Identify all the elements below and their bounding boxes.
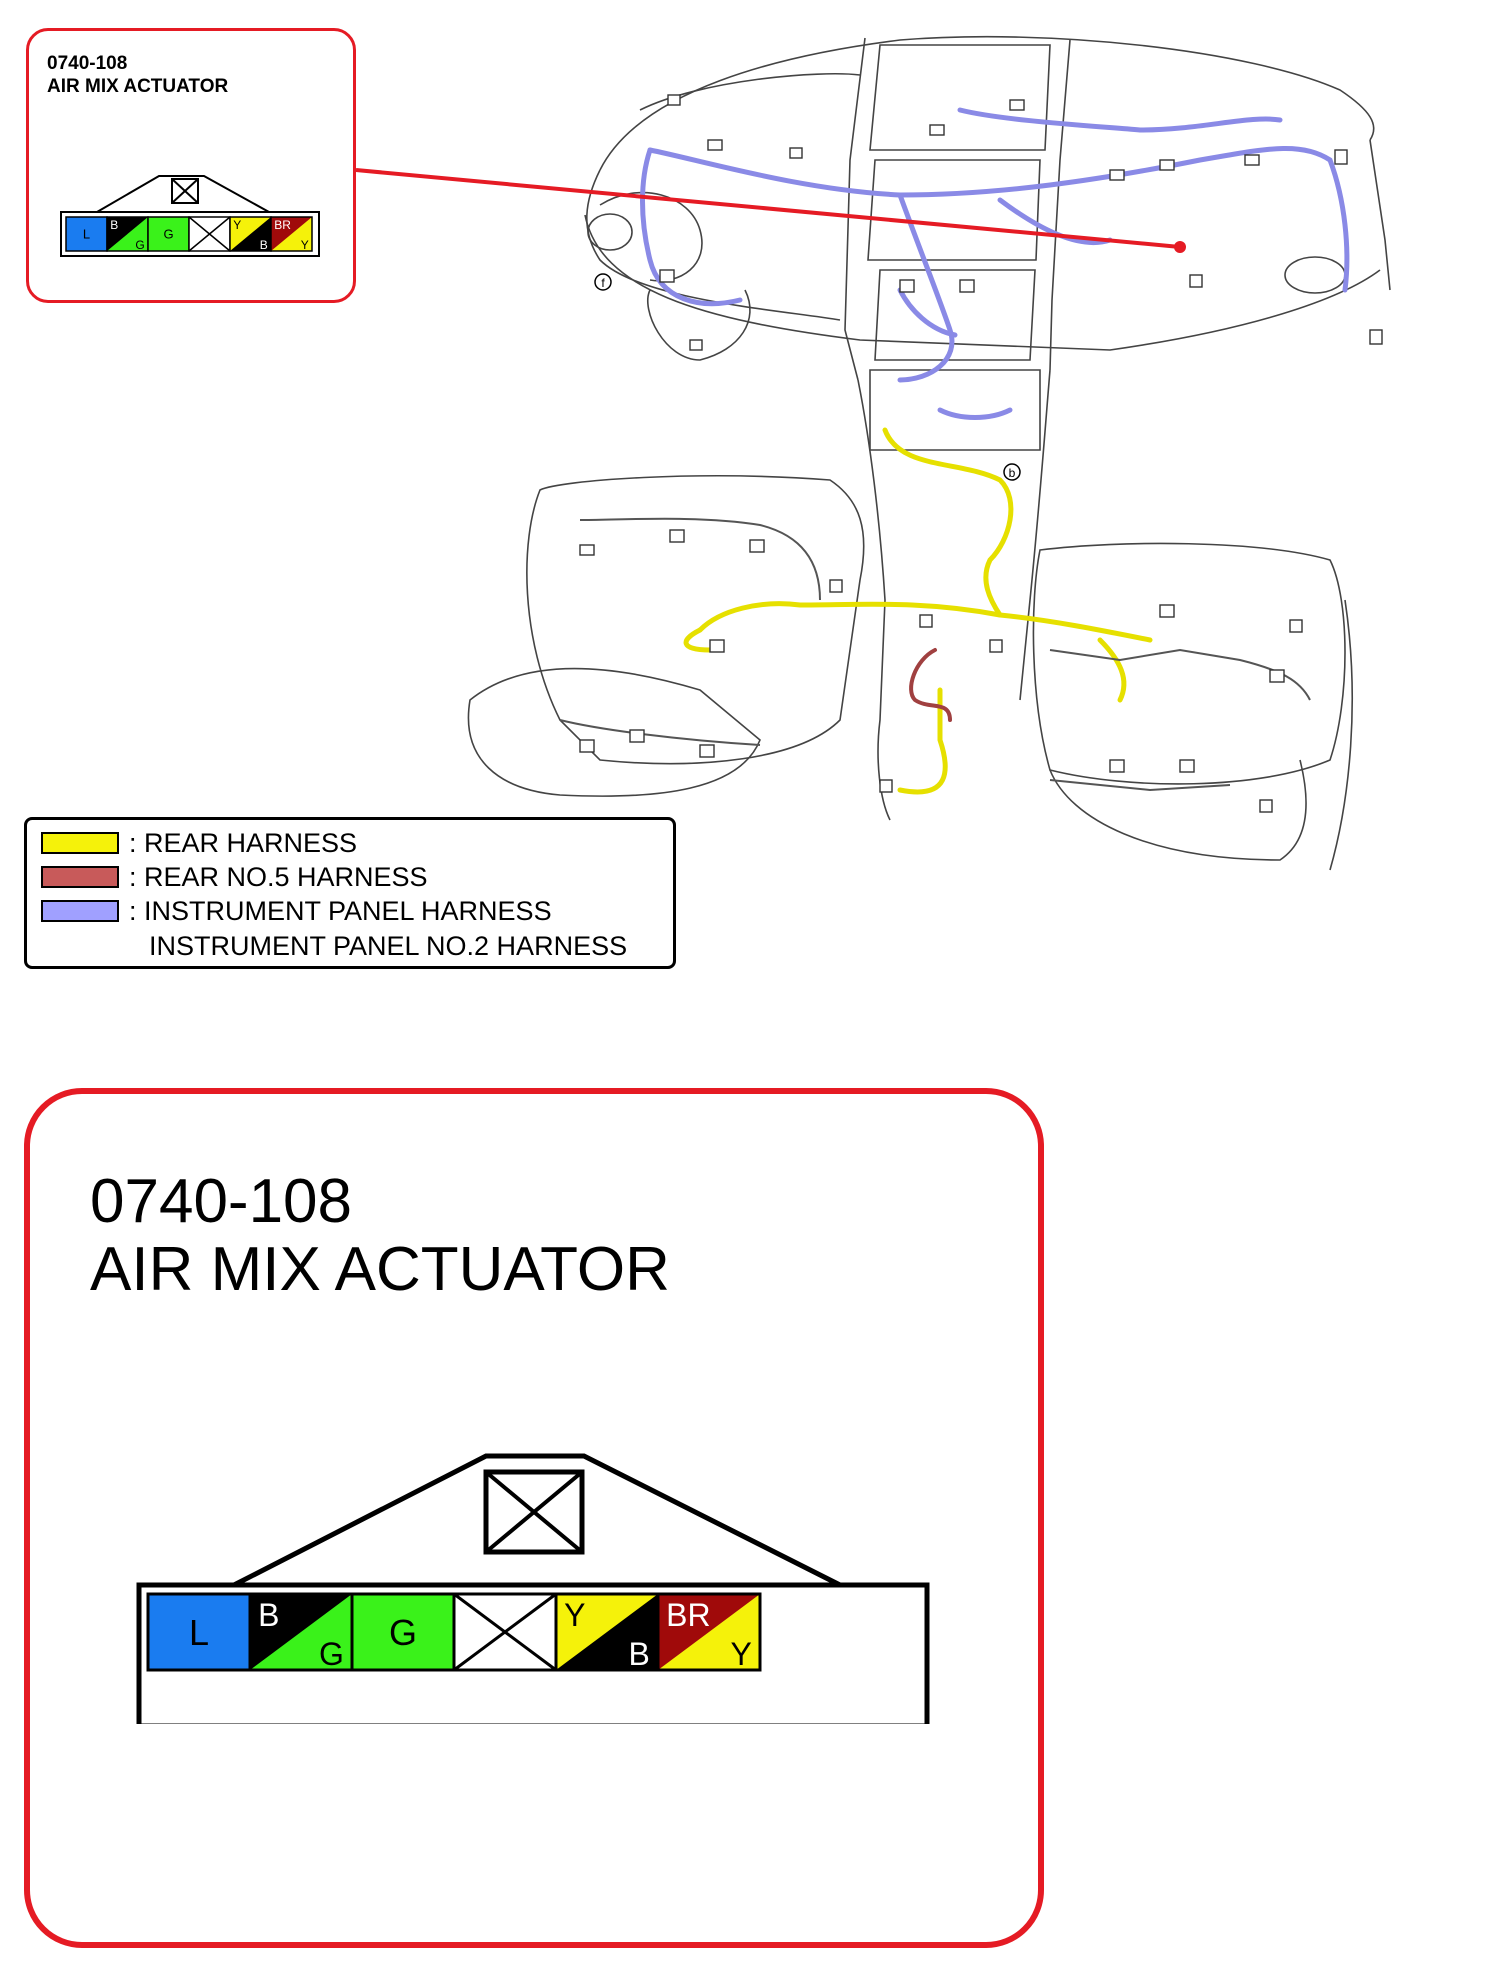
- legend-label: : INSTRUMENT PANEL HARNESS: [129, 895, 552, 926]
- connector-pin-5: YB: [229, 216, 272, 252]
- connector-pin-2: BG: [248, 1592, 354, 1672]
- pin-color-code: G: [389, 1612, 417, 1653]
- pin-stripe-code: B: [628, 1636, 649, 1672]
- harness-legend: : REAR HARNESS : REAR NO.5 HARNESS : INS…: [24, 817, 676, 969]
- connector-pin-2: BG: [106, 216, 149, 252]
- pin-color-code: BR: [274, 218, 291, 232]
- pin-color-code: B: [258, 1597, 279, 1633]
- svg-text:b: b: [1009, 466, 1016, 480]
- pin-stripe-code: G: [135, 238, 144, 252]
- connector-pin-1: L: [146, 1592, 252, 1672]
- connector-pin-4: [188, 216, 231, 252]
- pin-stripe-code: Y: [730, 1636, 751, 1672]
- connector-code-small: 0740-108: [47, 53, 128, 74]
- legend-label-continuation: INSTRUMENT PANEL NO.2 HARNESS: [149, 931, 628, 961]
- pin-stripe-code: Y: [301, 238, 309, 252]
- instrument-panel-harness-wires: [640, 107, 1350, 420]
- legend-swatch-brown: [41, 866, 119, 888]
- pin-color-code: Y: [233, 218, 241, 232]
- legend-item-rear-harness: : REAR HARNESS: [41, 827, 358, 858]
- connector-code-large: 0740-108: [90, 1167, 353, 1236]
- connector-blocks: [579, 94, 1383, 813]
- legend-label: : REAR HARNESS: [129, 827, 358, 858]
- marker-b: b: [1003, 463, 1021, 481]
- connector-pin-6: BR Y: [656, 1592, 762, 1672]
- marker-f: f: [594, 273, 612, 291]
- connector-name-small: AIR MIX ACTUATOR: [47, 76, 229, 97]
- pin-color-code: G: [163, 227, 173, 242]
- legend-item-instrument-panel-harness: : INSTRUMENT PANEL HARNESS: [41, 895, 552, 926]
- connector-pin-4: [452, 1592, 558, 1672]
- legend-item-rear-no5-harness: : REAR NO.5 HARNESS: [41, 861, 428, 892]
- pin-color-code: BR: [666, 1597, 710, 1633]
- callout-pointer-dot: [1174, 241, 1186, 253]
- rear-no5-harness-wires: [909, 648, 952, 722]
- dashboard-outline: [467, 35, 1391, 871]
- legend-label: : REAR NO.5 HARNESS: [129, 861, 428, 892]
- callout-pointer-line: [355, 168, 1181, 249]
- pin-color-code: Y: [564, 1597, 585, 1633]
- connector-pin-3: G: [147, 216, 190, 252]
- connector-pin-3: G: [350, 1592, 456, 1672]
- connector-pin-1: L: [65, 216, 108, 252]
- rear-harness-wires: [683, 427, 1153, 795]
- pin-color-code: L: [83, 227, 90, 242]
- connector-name-large: AIR MIX ACTUATOR: [90, 1235, 670, 1304]
- legend-swatch-blue: [41, 900, 119, 922]
- svg-text:f: f: [601, 276, 605, 290]
- legend-swatch-yellow: [41, 832, 119, 854]
- pin-stripe-code: B: [260, 238, 268, 252]
- misc-harness-wires: [559, 517, 1311, 792]
- connector-pin-5: YB: [554, 1592, 660, 1672]
- pin-color-code: L: [189, 1612, 209, 1653]
- pin-stripe-code: G: [319, 1636, 344, 1672]
- connector-pin-6: BR Y: [270, 216, 313, 252]
- pin-color-code: B: [110, 218, 118, 232]
